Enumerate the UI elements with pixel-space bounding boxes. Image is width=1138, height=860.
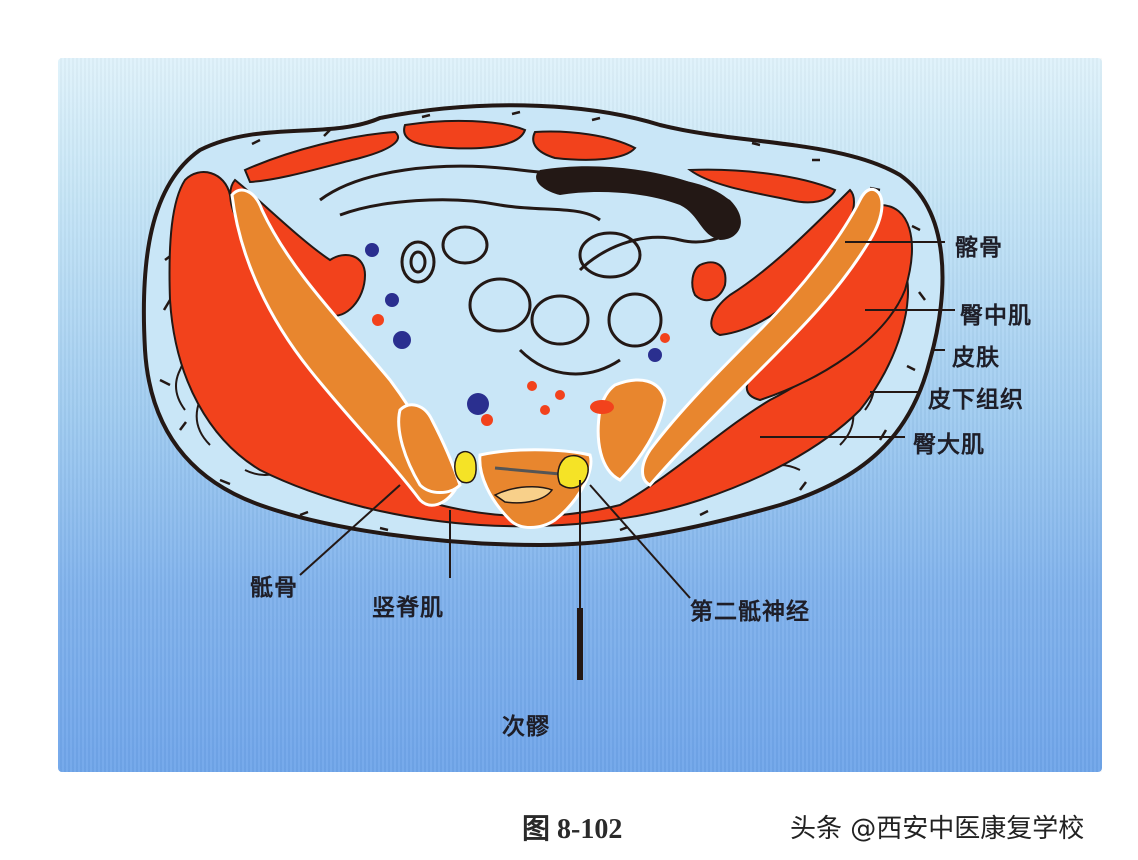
needle-track <box>494 466 561 476</box>
label-subcutaneous-tissue: 皮下组织 <box>928 386 1024 413</box>
label-skin: 皮肤 <box>952 344 1000 371</box>
rectus-abdominis-left <box>243 130 399 184</box>
needle-handle <box>577 608 583 680</box>
sacral-canal <box>493 485 554 504</box>
ilium-right <box>641 187 884 487</box>
label-ciliao-point: 次髎 <box>502 713 550 740</box>
label-erector-spinae: 竖脊肌 <box>372 594 444 621</box>
label-ilium: 髂骨 <box>955 234 1003 261</box>
rectus-abdominis-right <box>687 168 837 204</box>
second-sacral-nerve-right <box>557 454 589 489</box>
label-gluteus-medius: 臀中肌 <box>960 302 1032 329</box>
figure-caption: 图 8-102 <box>522 814 623 845</box>
psoas-right <box>691 261 727 302</box>
colon-dark <box>536 166 741 240</box>
rectus-abdominis-mid-right <box>532 130 637 161</box>
watermark: 头条 @西安中医康复学校 <box>790 814 1085 844</box>
label-gluteus-maximus: 臀大肌 <box>913 431 985 458</box>
label-sacrum: 骶骨 <box>250 574 298 601</box>
sacral-ala-left <box>397 403 462 494</box>
label-second-sacral-nerve: 第二骶神经 <box>690 598 810 625</box>
leader-lines <box>299 241 955 599</box>
rectus-abdominis-mid-left <box>403 119 527 150</box>
second-sacral-nerve-left <box>454 450 477 484</box>
blood-vessels <box>365 243 670 426</box>
